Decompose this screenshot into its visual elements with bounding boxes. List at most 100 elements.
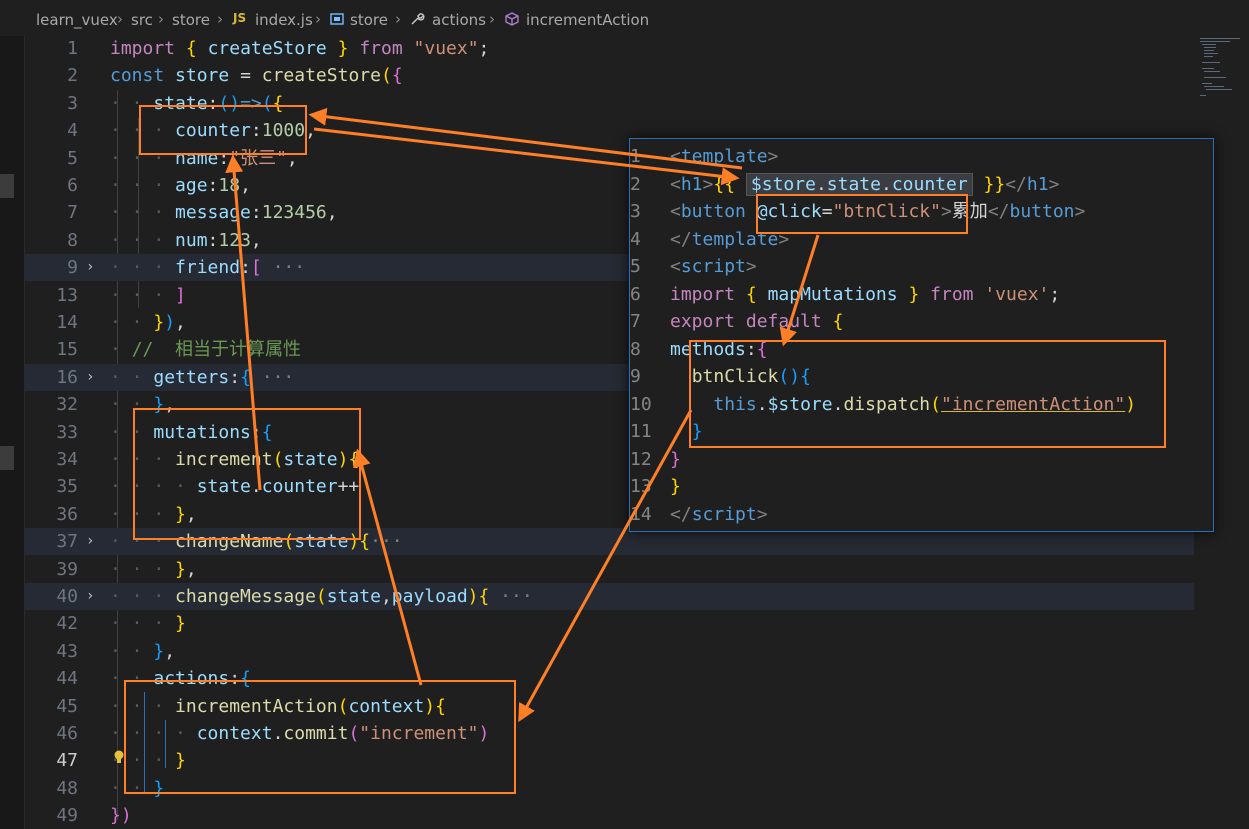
code-text: · · } — [110, 777, 165, 799]
minimap[interactable] — [1196, 36, 1249, 106]
popup-code-line[interactable]: 11 } — [630, 418, 1213, 446]
code-line[interactable]: 42· · · } — [24, 610, 1194, 637]
code-line[interactable]: 49}) — [24, 802, 1194, 829]
line-number: 4 — [67, 120, 78, 142]
line-number: 5 — [67, 147, 78, 169]
breadcrumb-item-store-folder[interactable]: store — [172, 11, 210, 29]
popup-code-text: btnClick(){ — [691, 366, 811, 387]
chevron-right-icon: › — [395, 10, 401, 28]
breadcrumb-item-learn-vuex[interactable]: learn_vuex — [36, 11, 118, 29]
fold-chevron-icon[interactable]: › — [86, 533, 95, 550]
method-cube-icon — [505, 12, 519, 26]
breadcrumb-item-store-var[interactable]: store — [350, 11, 388, 29]
line-number: 46 — [56, 723, 78, 744]
popup-line-number: 5 — [630, 256, 641, 277]
line-number: 33 — [56, 421, 78, 443]
line-number: 42 — [56, 613, 78, 635]
activity-indicator — [0, 174, 14, 198]
breadcrumb-item-actions[interactable]: actions — [432, 11, 486, 29]
chevron-right-icon: › — [489, 10, 495, 28]
popup-line-number: 6 — [630, 283, 641, 305]
line-number: 45 — [56, 695, 78, 717]
peek-preview-popup[interactable]: 1<template>2<h1>{{ $store.state.counter … — [629, 138, 1214, 532]
code-text: · · · changeMessage(state,payload){ ··· — [110, 586, 533, 607]
breadcrumb-item-incrementaction[interactable]: incrementAction — [526, 11, 650, 29]
line-number: 8 — [67, 229, 78, 251]
fold-chevron-icon[interactable]: › — [86, 368, 95, 385]
code-line[interactable]: 2 const store = createStore({ — [24, 62, 1194, 89]
popup-line-number: 9 — [630, 366, 641, 387]
popup-code-line[interactable]: 6 import { mapMutations } from 'vuex'; — [630, 281, 1213, 309]
indent-guide — [117, 90, 118, 820]
line-number: 3 — [67, 92, 78, 114]
wrench-icon — [411, 13, 425, 25]
popup-code-line[interactable]: 4</template> — [630, 226, 1213, 254]
line-number: 2 — [67, 65, 78, 87]
line-number: 32 — [56, 394, 78, 416]
code-line[interactable]: 46· · · · context.commit("increment") — [24, 720, 1194, 747]
code-text: · · · incrementAction(context){ — [110, 695, 446, 717]
code-line[interactable]: 48· · } — [24, 775, 1194, 802]
popup-code-text: <script> — [670, 256, 757, 277]
code-line[interactable]: 13 · · · ] — [24, 282, 1194, 309]
code-text: · · · ] — [110, 284, 186, 306]
popup-code-line[interactable]: 9 btnClick(){ — [630, 363, 1213, 391]
line-number: 13 — [56, 284, 78, 306]
popup-code-line[interactable]: 13} — [630, 473, 1213, 501]
code-text: }) — [110, 805, 132, 827]
popup-code-text: </template> — [670, 228, 790, 250]
breadcrumb-item-src[interactable]: src — [131, 11, 153, 29]
popup-code-line[interactable]: 1<template> — [630, 143, 1213, 171]
fold-chevron-icon[interactable]: › — [86, 259, 95, 276]
code-text: · · · · state.counter++ — [110, 476, 360, 498]
code-line[interactable]: 44· · actions:{ — [24, 665, 1194, 692]
breadcrumb: learn_vuex › src › store › JS index.js ›… — [0, 0, 1249, 36]
popup-line-number: 2 — [630, 173, 641, 195]
popup-code-line[interactable]: 5 <script> — [630, 253, 1213, 281]
popup-code-line[interactable]: 10 this.$store.dispatch("incrementAction… — [630, 391, 1213, 419]
popup-code-line[interactable]: 2<h1>{{ $store.state.counter }}</h1> — [630, 171, 1213, 199]
popup-code-text: } — [670, 476, 681, 497]
popup-code-line[interactable]: 14</script> — [630, 501, 1213, 529]
breadcrumb-item-index-js[interactable]: index.js — [255, 11, 313, 29]
code-line[interactable]: 40›· · · changeMessage(state,payload){ ·… — [24, 583, 1194, 610]
lightbulb-icon[interactable] — [113, 750, 125, 764]
code-line[interactable]: 32· · }, — [24, 391, 1194, 418]
code-text: · · · counter:1000, — [110, 120, 316, 142]
popup-line-number: 13 — [630, 476, 652, 497]
code-line[interactable]: 37›· · · changeName(state){··· — [24, 528, 1194, 556]
fold-chevron-icon[interactable]: › — [86, 588, 95, 604]
code-line[interactable]: 45 · · · incrementAction(context){ — [24, 693, 1194, 720]
line-number: 43 — [56, 640, 78, 662]
popup-line-number: 1 — [630, 146, 641, 167]
line-number: 6 — [67, 175, 78, 196]
line-number: 35 — [56, 476, 78, 498]
code-line[interactable]: 14· · }), — [24, 309, 1194, 336]
popup-code-line[interactable]: 12} — [630, 446, 1213, 474]
code-text: · · mutations:{ — [110, 421, 273, 443]
popup-line-number: 3 — [630, 201, 641, 222]
line-number: 44 — [56, 668, 78, 690]
code-text: · · · message:123456, — [110, 202, 338, 224]
code-line[interactable]: 43· · }, — [24, 638, 1194, 665]
code-line[interactable]: 39· · · }, — [24, 556, 1194, 583]
code-text: · · · num:123, — [110, 229, 262, 251]
popup-code-text: export default { — [670, 311, 844, 332]
code-line[interactable]: 47· · · } — [24, 747, 1194, 774]
code-text: const store = createStore({ — [110, 65, 403, 87]
popup-line-number: 8 — [630, 338, 641, 360]
popup-code-text: import { mapMutations } from 'vuex'; — [670, 283, 1061, 305]
line-number: 7 — [67, 202, 78, 224]
code-text: · · · friend:[ ··· — [110, 257, 306, 279]
code-line[interactable]: 3· · state:()=>({ — [24, 90, 1194, 117]
chevron-right-icon: › — [117, 10, 123, 28]
popup-line-number: 12 — [630, 448, 652, 470]
code-text: · · · changeName(state){··· — [110, 531, 403, 553]
line-number: 1 — [67, 38, 78, 59]
popup-code-line[interactable]: 3<button @click="btnClick">累加</button> — [630, 198, 1213, 226]
line-number: 14 — [56, 312, 78, 333]
variable-icon — [330, 13, 344, 25]
